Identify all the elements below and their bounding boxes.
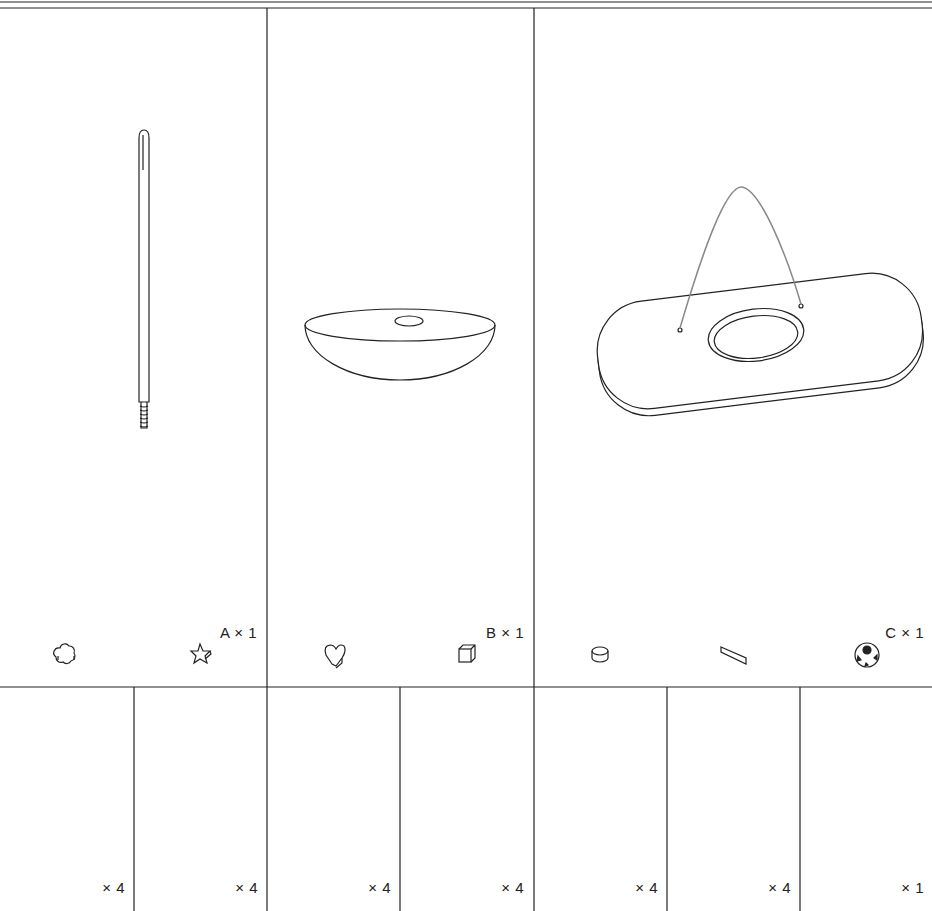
part-quantity: × 1 — [901, 879, 924, 897]
part-quantity: × 4 — [501, 879, 524, 897]
part-quantity: × 4 — [102, 879, 125, 897]
screw-thread — [140, 426, 148, 427]
part-quantity: A × 1 — [220, 624, 257, 642]
part-quantity: × 4 — [768, 879, 791, 897]
part-quantity: × 4 — [368, 879, 391, 897]
screw-thread — [140, 406, 148, 407]
screw-thread — [140, 410, 148, 411]
part-quantity: C × 1 — [885, 624, 924, 642]
screw-thread — [140, 418, 148, 419]
part-quantity: B × 1 — [486, 624, 524, 642]
part-quantity: × 4 — [635, 879, 658, 897]
screw-thread — [140, 414, 148, 415]
screw-thread — [140, 422, 148, 423]
part-quantity: × 4 — [235, 879, 258, 897]
